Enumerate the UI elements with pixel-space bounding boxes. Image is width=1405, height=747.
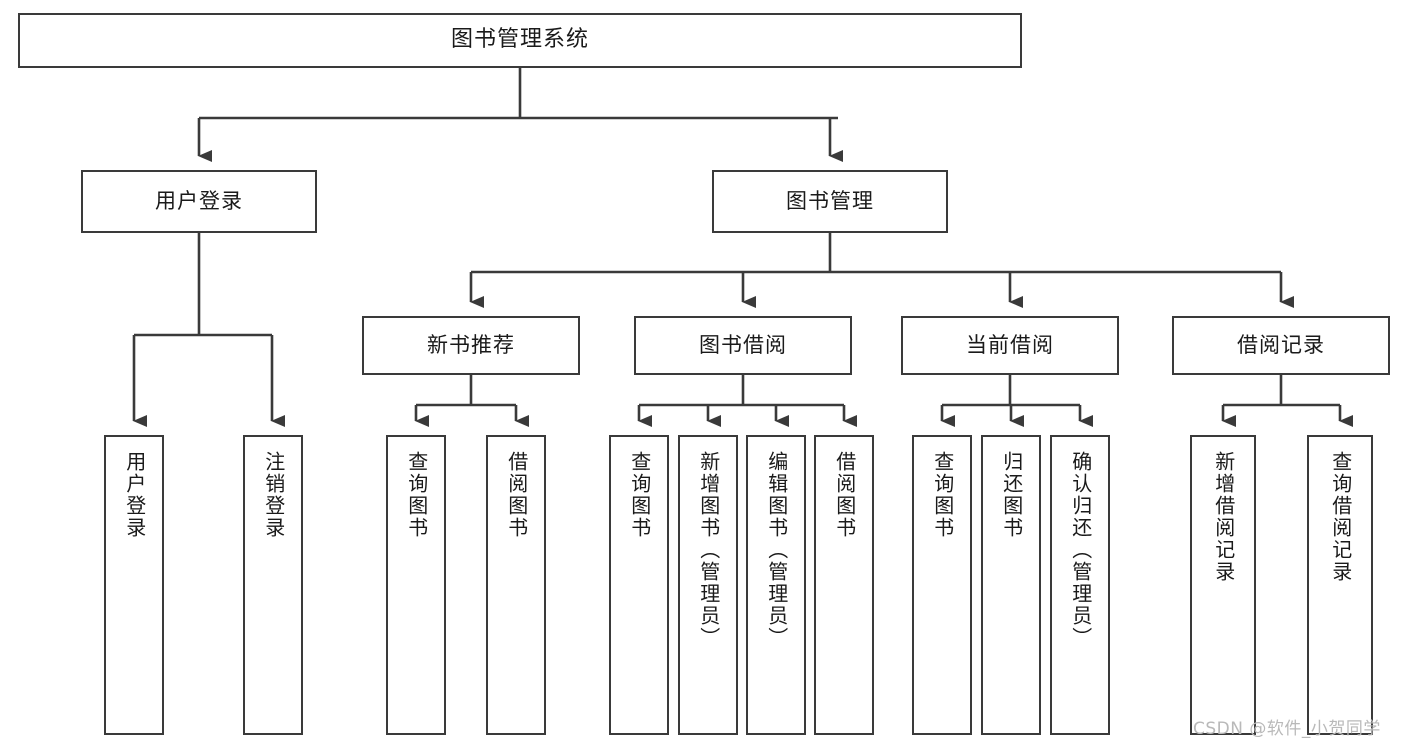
leaf-borrow-borrow-book[interactable]: 借阅图书 [814, 435, 874, 735]
node-borrow-record-label: 借阅记录 [1237, 332, 1325, 357]
leaf-label: 归还图书 [999, 451, 1024, 539]
leaf-current-return-book[interactable]: 归还图书 [981, 435, 1041, 735]
node-user-login[interactable]: 用户登录 [81, 170, 317, 233]
node-book-borrow-label: 图书借阅 [699, 332, 787, 357]
leaf-record-add-borrow-record[interactable]: 新增借阅记录 [1190, 435, 1256, 735]
node-root[interactable]: 图书管理系统 [18, 13, 1022, 68]
leaf-newbook-borrow-book[interactable]: 借阅图书 [486, 435, 546, 735]
node-current-borrow[interactable]: 当前借阅 [901, 316, 1119, 375]
leaf-label: 新增借阅记录 [1211, 451, 1236, 583]
leaf-label: 查询图书 [627, 451, 652, 539]
leaf-label: 借阅图书 [832, 451, 857, 539]
leaf-borrow-query-book[interactable]: 查询图书 [609, 435, 669, 735]
node-borrow-record[interactable]: 借阅记录 [1172, 316, 1390, 375]
leaf-label: 编辑图书（管理员） [764, 451, 789, 649]
node-user-login-label: 用户登录 [155, 188, 243, 213]
leaf-label: 注销登录 [261, 451, 286, 539]
node-book-borrow[interactable]: 图书借阅 [634, 316, 852, 375]
node-book-management-label: 图书管理 [786, 188, 874, 213]
node-new-book-recommend-label: 新书推荐 [427, 332, 515, 357]
leaf-label: 查询图书 [404, 451, 429, 539]
leaf-login-logout[interactable]: 注销登录 [243, 435, 303, 735]
node-root-label: 图书管理系统 [450, 27, 589, 53]
leaf-label: 用户登录 [122, 451, 147, 539]
leaf-label: 查询图书 [930, 451, 955, 539]
leaf-label: 确认归还（管理员） [1068, 451, 1093, 649]
leaf-current-confirm-return-admin[interactable]: 确认归还（管理员） [1050, 435, 1110, 735]
leaf-label: 借阅图书 [504, 451, 529, 539]
leaf-label: 新增图书（管理员） [696, 451, 721, 649]
node-book-management[interactable]: 图书管理 [712, 170, 948, 233]
leaf-borrow-edit-book-admin[interactable]: 编辑图书（管理员） [746, 435, 806, 735]
leaf-label: 查询借阅记录 [1328, 451, 1353, 583]
leaf-record-query-borrow-record[interactable]: 查询借阅记录 [1307, 435, 1373, 735]
node-current-borrow-label: 当前借阅 [966, 332, 1054, 357]
leaf-current-query-book[interactable]: 查询图书 [912, 435, 972, 735]
node-new-book-recommend[interactable]: 新书推荐 [362, 316, 580, 375]
leaf-borrow-add-book-admin[interactable]: 新增图书（管理员） [678, 435, 738, 735]
leaf-login-user-login[interactable]: 用户登录 [104, 435, 164, 735]
leaf-newbook-query-book[interactable]: 查询图书 [386, 435, 446, 735]
